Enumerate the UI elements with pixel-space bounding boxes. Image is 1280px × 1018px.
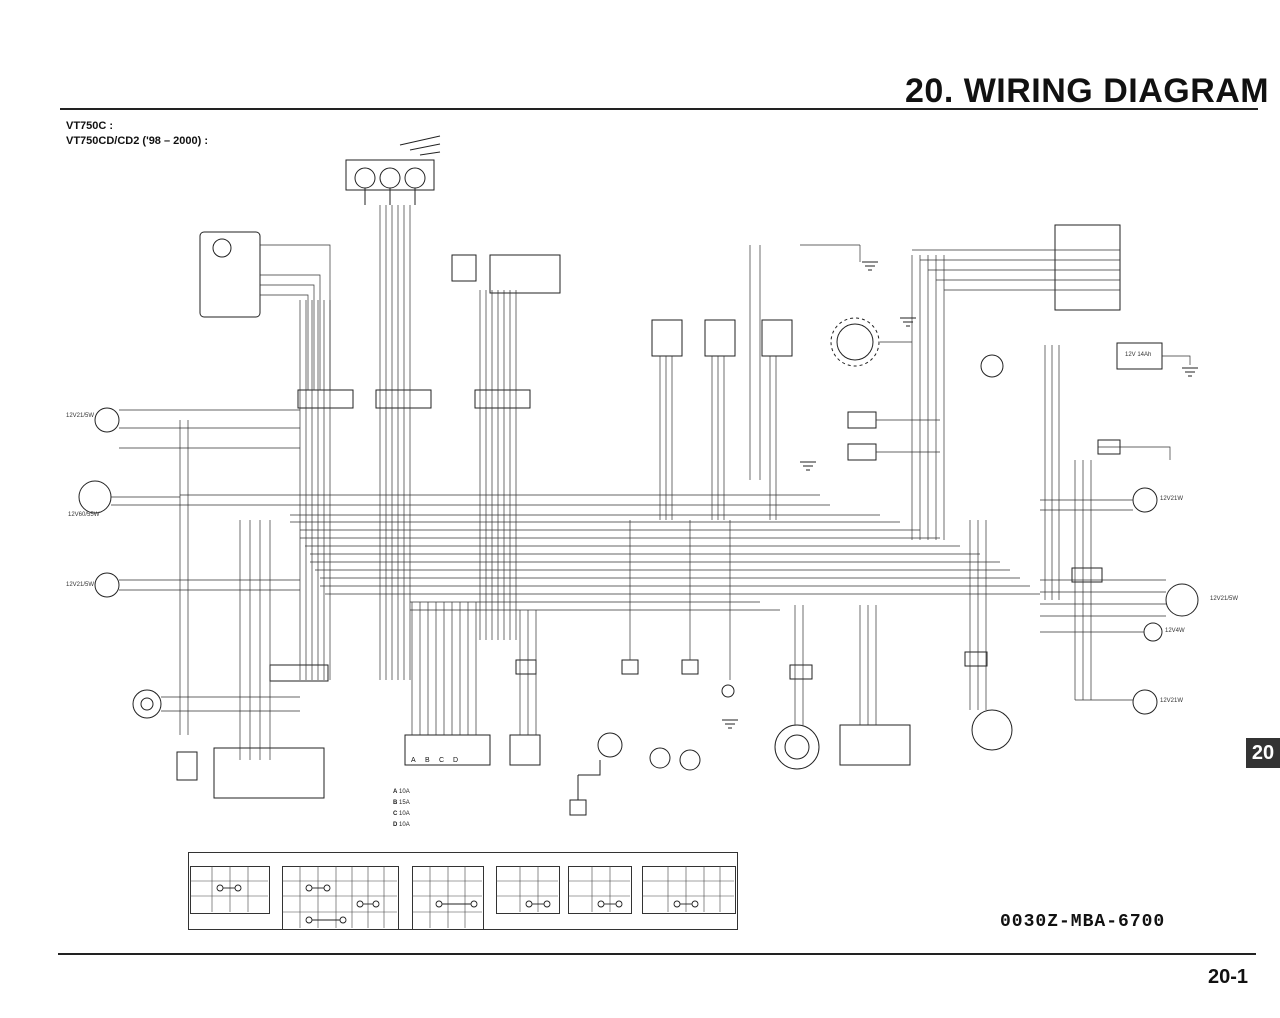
page-number: 20-1	[1208, 966, 1249, 988]
regulator-rectifier	[839, 724, 911, 766]
fuse-box-label-a: A	[411, 757, 416, 764]
fuse-d-rating: 10A	[399, 822, 410, 828]
title-rule	[60, 108, 1258, 110]
fuse-box-label-b: B	[425, 757, 430, 764]
rear-left-turn-rating: 12V21W	[1160, 698, 1184, 704]
fuse-d-id: D	[393, 822, 398, 828]
rear-right-turn-rating: 12V21W	[1160, 496, 1184, 502]
fuse-d-row: D 10A	[393, 822, 410, 828]
section-tab[interactable]: 20	[1246, 738, 1280, 768]
battery-rating: 12V 14Ah	[1125, 352, 1152, 358]
page-title: 20. WIRING DIAGRAM	[905, 72, 1270, 110]
main-harness	[180, 494, 1040, 611]
headlight-rating: 12V60/55W	[68, 512, 100, 518]
document-code: 0030Z-MBA-6700	[1000, 912, 1166, 932]
model-line-primary: VT750C :	[66, 120, 114, 132]
fuse-a-id: A	[393, 789, 398, 795]
switch-table-6	[642, 866, 736, 914]
fuse-c-rating: 10A	[399, 811, 410, 817]
fuse-b-row: B 15A	[393, 800, 410, 806]
fuse-a-row: A 10A	[393, 789, 410, 795]
fuse-b-id: B	[393, 800, 398, 806]
front-left-turn-rating: 12V21/5W	[66, 582, 95, 588]
bottom-rule	[58, 953, 1256, 955]
license-rating: 12V4W	[1165, 628, 1185, 634]
fuse-b-rating: 15A	[399, 800, 410, 806]
model-line-secondary: VT750CD/CD2 ('98 – 2000) :	[66, 135, 209, 147]
fuse-c-row: C 10A	[393, 811, 410, 817]
fuse-c-id: C	[393, 811, 398, 817]
brake-tail-rating: 12V21/5W	[1210, 596, 1239, 602]
front-right-turn-rating: 12V21/5W	[66, 413, 95, 419]
fuse-box-label-c: C	[439, 757, 444, 764]
fuse-box-label-d: D	[453, 757, 458, 764]
ignition-control-module	[1054, 224, 1121, 311]
fuse-box	[404, 734, 491, 766]
meter-panel	[199, 231, 261, 318]
fuse-a-rating: 10A	[399, 789, 410, 795]
